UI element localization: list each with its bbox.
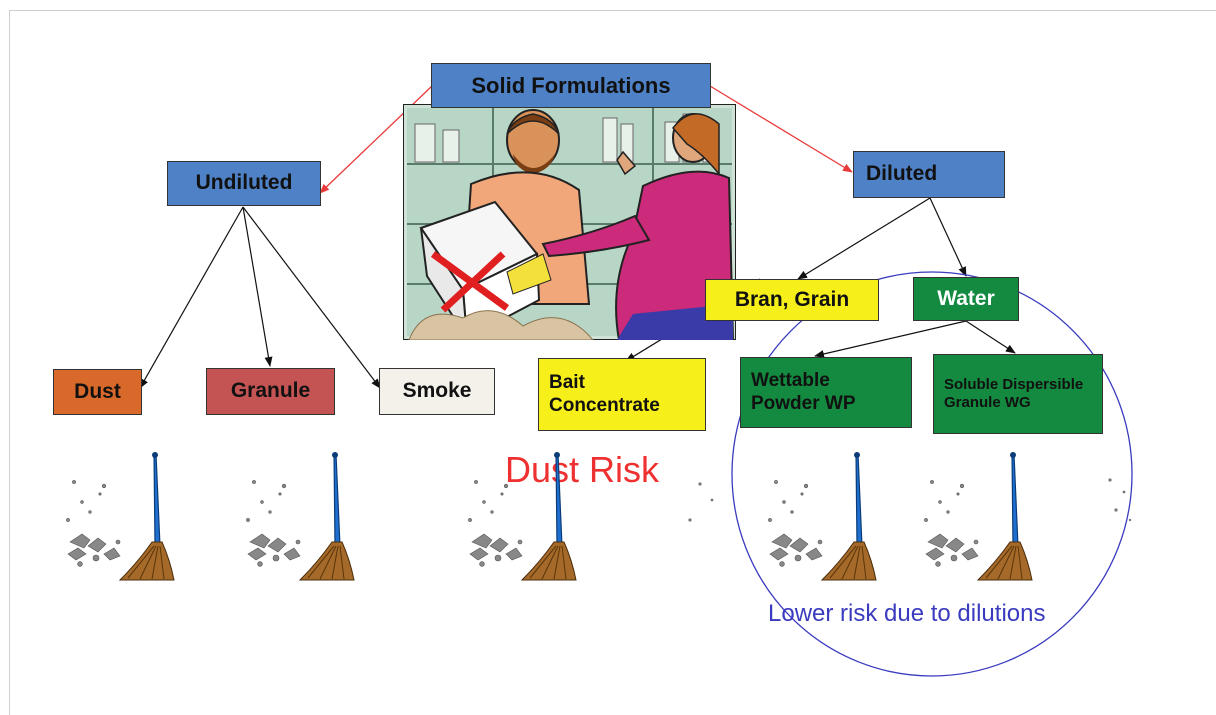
- node-dust: Dust: [53, 369, 142, 415]
- node-smoke: Smoke: [379, 368, 495, 415]
- broom-icon: [918, 450, 1038, 590]
- arrow-water-soluble: [966, 321, 1015, 353]
- node-diluted: Diluted: [853, 151, 1005, 198]
- node-undiluted: Undiluted: [167, 161, 321, 206]
- broom-icon: [60, 450, 180, 590]
- broom-icon: [762, 450, 882, 590]
- shop-scene-illustration: [403, 104, 736, 340]
- arrow-undiluted-smoke: [243, 207, 380, 388]
- dust-particles-icon: [1100, 470, 1140, 530]
- arrow-diluted-water: [930, 198, 966, 276]
- node-bran-grain: Bran, Grain: [705, 279, 879, 321]
- lower-risk-label: Lower risk due to dilutions: [768, 600, 1045, 628]
- arrow-diluted-bran: [798, 198, 930, 279]
- broom-icon: [240, 450, 360, 590]
- node-bait-concentrate: Bait Concentrate: [538, 358, 706, 431]
- dust-particles-icon: [660, 470, 720, 540]
- arrow-undiluted-dust: [140, 207, 243, 388]
- broom-icon: [462, 450, 582, 590]
- node-soluble-granule: Soluble Dispersible Granule WG: [933, 354, 1103, 434]
- node-water: Water: [913, 277, 1019, 321]
- node-wettable-powder: Wettable Powder WP: [740, 357, 912, 428]
- node-granule: Granule: [206, 368, 335, 415]
- arrow-undiluted-granule: [243, 207, 270, 366]
- node-solid-formulations: Solid Formulations: [431, 63, 711, 108]
- arrow-water-wettable: [815, 321, 966, 356]
